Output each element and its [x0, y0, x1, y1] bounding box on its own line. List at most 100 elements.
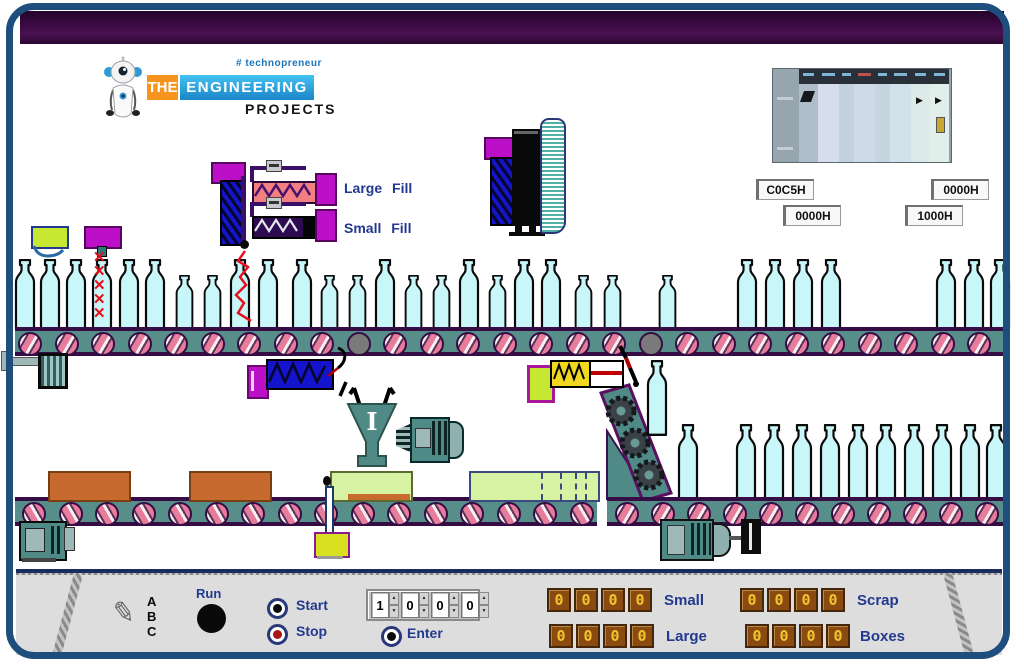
sensor-hook	[32, 245, 65, 258]
logo-the: THE	[147, 75, 178, 100]
conveyor-roller	[456, 332, 480, 356]
spin-down-button[interactable]: ▼	[419, 605, 429, 618]
counter-digit: 0	[772, 624, 796, 648]
small-fill-nozzle	[315, 209, 337, 242]
header-bar	[20, 11, 1004, 44]
conveyor-roller	[867, 502, 891, 526]
counter-digit: 0	[740, 588, 764, 612]
spinner-digit[interactable]: 0	[431, 592, 449, 618]
conveyor-roller	[460, 502, 484, 526]
spin-up-button[interactable]: ▲	[419, 592, 429, 605]
plc-module	[773, 69, 799, 162]
spinner-unit: 0▲▼	[461, 592, 489, 618]
counter-label-large: Large	[666, 628, 707, 645]
large-fill-pipe	[250, 168, 254, 182]
spin-up-button[interactable]: ▲	[449, 592, 459, 605]
spin-up-button[interactable]: ▲	[479, 592, 489, 605]
counter-digit: 0	[821, 588, 845, 612]
bottle	[118, 259, 140, 331]
bottle	[677, 424, 699, 501]
counter-digit: 0	[628, 588, 652, 612]
spin-up-button[interactable]: ▲	[389, 592, 399, 605]
filler-drip	[240, 240, 249, 249]
spinner-unit: 0▲▼	[401, 592, 429, 618]
bottle	[14, 259, 36, 331]
conveyor-roller	[903, 502, 927, 526]
sensor-stem	[97, 246, 107, 257]
small-fill-valve	[266, 197, 282, 209]
spin-down-button[interactable]: ▼	[449, 605, 459, 618]
bottle	[931, 424, 953, 501]
spinner-digit[interactable]: 1	[371, 592, 389, 618]
conveyor-roller	[131, 502, 156, 526]
motor-step	[64, 527, 75, 551]
conveyor-roller	[350, 502, 375, 526]
bottle	[65, 259, 87, 331]
robot-logo-icon	[104, 56, 142, 118]
counter-label-boxes: Boxes	[860, 628, 906, 645]
capper-foot	[515, 226, 522, 232]
conveyor-roller	[615, 502, 639, 526]
bottle	[963, 259, 985, 331]
probe-rod	[325, 486, 334, 538]
conveyor-roller	[930, 332, 955, 356]
conveyor-roller	[821, 332, 845, 356]
conveyor-roller	[939, 502, 963, 526]
left-conveyor-motor	[19, 521, 67, 561]
spin-down-button[interactable]: ▼	[389, 605, 399, 618]
conveyor-roller	[675, 332, 699, 356]
stop-radio[interactable]	[267, 624, 288, 645]
bottle	[513, 259, 535, 331]
start-radio[interactable]	[267, 598, 288, 619]
bottle	[203, 275, 221, 331]
screw-zigzag	[253, 182, 312, 199]
bottle	[458, 259, 480, 331]
conveyor-roller	[95, 502, 119, 526]
enter-radio[interactable]	[381, 626, 402, 647]
spin-down-button[interactable]: ▼	[479, 605, 489, 618]
pencil-icon: ✎	[109, 595, 138, 630]
conveyor-roller	[529, 332, 553, 356]
pusher1-screw	[266, 359, 334, 390]
plc-module	[890, 69, 911, 162]
spinner-digit[interactable]: 0	[461, 592, 479, 618]
conveyor-roller	[277, 502, 302, 526]
bottle	[903, 424, 925, 501]
right-conveyor-motor	[660, 519, 714, 561]
small-fill-screw	[252, 216, 318, 239]
conveyor-roller	[91, 332, 115, 356]
spinner-arrows: ▲▼	[389, 592, 399, 618]
enter-label: Enter	[407, 625, 443, 641]
spinner-unit: 1▲▼	[371, 592, 399, 618]
idler-roller	[346, 332, 371, 356]
conveyor-roller	[748, 332, 772, 356]
conveyor-roller	[423, 502, 448, 526]
line-bracket	[3, 357, 41, 366]
conveyor-roller	[127, 332, 152, 356]
pusher2-cylinder	[589, 360, 624, 388]
counter-digit: 0	[547, 588, 571, 612]
level-sensor	[31, 226, 69, 249]
bottle	[875, 424, 897, 501]
large-fill-label: Large Fill	[344, 180, 413, 196]
spinner-digit[interactable]: 0	[401, 592, 419, 618]
cap-spring-coil	[540, 118, 566, 234]
conveyor-roller	[164, 332, 188, 356]
pusher2-spring	[550, 360, 593, 388]
conveyor-roller	[241, 502, 265, 526]
abc-letter: B	[147, 609, 157, 624]
large-fill-screw	[252, 181, 318, 204]
conveyor-roller	[975, 502, 999, 526]
plc-register-value: C0C5H	[756, 179, 814, 200]
preset-count-spinner[interactable]: 1▲▼0▲▼0▲▼0▲▼	[366, 589, 489, 621]
run-button[interactable]	[197, 604, 226, 633]
plc-register-value: 0000H	[931, 179, 989, 200]
counter-digit: 0	[549, 624, 573, 648]
spinner-arrows: ▲▼	[479, 592, 489, 618]
filler-column	[220, 180, 243, 246]
conveyor-roller	[383, 332, 407, 356]
conveyor-roller	[18, 332, 42, 356]
conveyor-roller	[419, 332, 444, 356]
